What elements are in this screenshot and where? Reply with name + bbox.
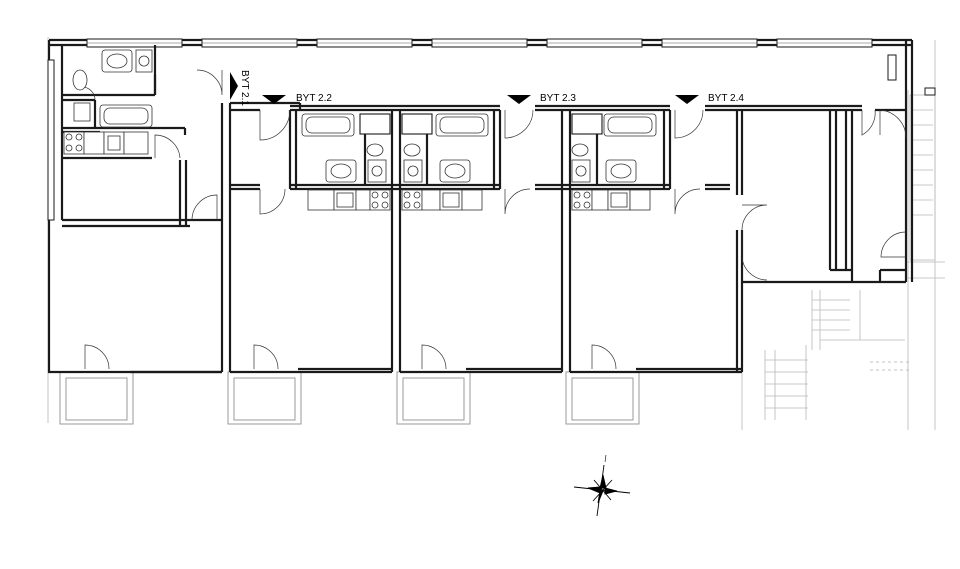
apartment-partitions: [230, 110, 906, 372]
bidet-icon: [73, 102, 91, 122]
entrance-markers: [230, 72, 699, 104]
fixtures: [63, 49, 657, 211]
unit-label-2-2: BYT 2.2: [296, 93, 332, 104]
entrance-marker-icon: [507, 95, 531, 104]
balconies: [59, 371, 640, 425]
north-arrow-icon: [573, 454, 631, 517]
entrance-marker-icon: [230, 72, 238, 100]
unit-label-2-3: BYT 2.3: [540, 93, 576, 104]
corridor-walls: [220, 101, 906, 372]
windows: [47, 38, 897, 221]
unit-label-2-1: BYT 2.1: [239, 70, 250, 106]
toilet-icon: [72, 69, 88, 91]
entrance-marker-icon: [262, 95, 286, 104]
entrance-marker-icon: [675, 95, 699, 104]
unit-2-1-walls: [60, 45, 222, 228]
unit-label-2-4: BYT 2.4: [708, 93, 744, 104]
